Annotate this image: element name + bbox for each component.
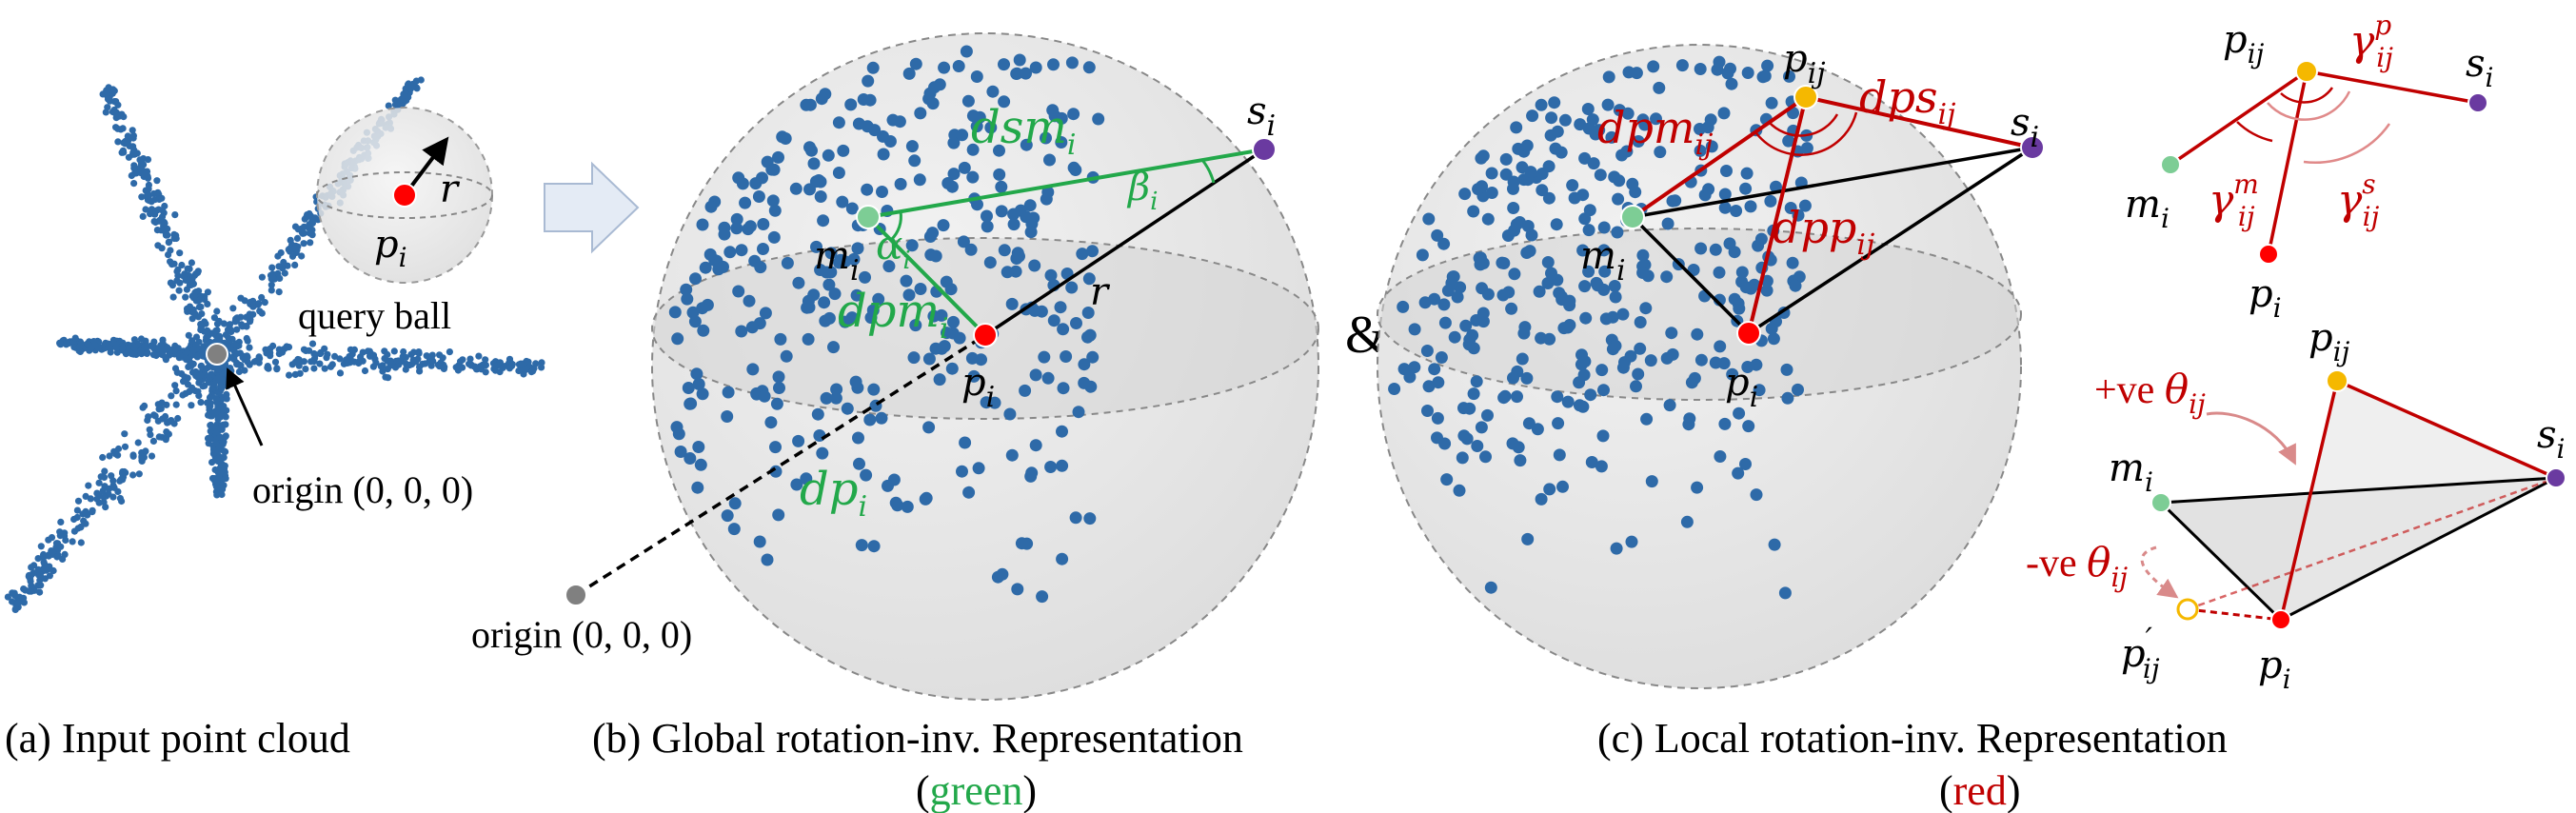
p-label-c: pi bbox=[1725, 361, 1758, 414]
beta-arc bbox=[1200, 159, 1216, 184]
caption-b-color: (green) bbox=[916, 767, 1037, 813]
pij-label-inset1: pij bbox=[2223, 18, 2265, 69]
beta-label: βi bbox=[1126, 166, 1158, 216]
m-point-c bbox=[1620, 205, 1645, 229]
pij-point-c bbox=[1793, 85, 1818, 109]
query-point-label-a: pi bbox=[374, 223, 407, 273]
radius-label-a: r bbox=[440, 168, 461, 211]
origin-label-a: origin (0, 0, 0) bbox=[252, 468, 473, 511]
pij-label-inset2: pij bbox=[2308, 316, 2350, 367]
dsm-edge bbox=[867, 148, 1265, 219]
point-cloud-c bbox=[1388, 55, 1813, 600]
alpha-label: αi bbox=[876, 222, 911, 275]
m-label-inset2: mi bbox=[2109, 446, 2153, 498]
panel-b: si mi pi r αi βi dsmi dpmi dpi origin (0… bbox=[471, 32, 1319, 701]
dpp-label: dppij bbox=[1773, 202, 1874, 262]
p-point-c bbox=[1736, 321, 1761, 346]
s-label-inset2: si bbox=[2537, 413, 2566, 465]
p-label-inset2: pi bbox=[2258, 644, 2291, 695]
p-label-inset1: pi bbox=[2249, 272, 2282, 324]
origin-label-b: origin (0, 0, 0) bbox=[471, 613, 692, 656]
m-label-inset1: mi bbox=[2125, 183, 2170, 234]
dpm-edge-b bbox=[866, 215, 987, 337]
dpm-edge-c bbox=[1631, 95, 1808, 219]
flow-arrow bbox=[544, 161, 640, 254]
alpha-arc bbox=[889, 210, 902, 242]
equator-c bbox=[1377, 228, 2022, 401]
pij-label-c: pij bbox=[1783, 37, 1826, 90]
dsm-label: dsmi bbox=[971, 101, 1076, 162]
caption-c: (c) Local rotation-inv. Representation bbox=[1597, 715, 2228, 762]
pprime-label: p′ij bbox=[2121, 621, 2160, 684]
caption-c-color: (red) bbox=[1939, 767, 2021, 813]
panel-a: r pi query ball origin (0, 0, 0) bbox=[4, 76, 640, 614]
origin-point-b bbox=[565, 584, 587, 606]
s-label-c: si bbox=[2011, 101, 2039, 154]
dps-edge bbox=[1805, 95, 2033, 149]
panel-c: pij si mi pi dpmij dpsij dppij bbox=[1377, 37, 2045, 689]
caption-b: (b) Global rotation-inv. Representation bbox=[592, 715, 1243, 762]
neg-theta-label: -ve θij bbox=[2026, 539, 2128, 593]
m-label-b: mi bbox=[814, 234, 860, 288]
caption-a: (a) Input point cloud bbox=[5, 715, 350, 762]
dp-label: dpi bbox=[800, 463, 867, 524]
m-point-b bbox=[856, 205, 881, 229]
query-point bbox=[392, 183, 417, 208]
dps-label: dpsij bbox=[1859, 71, 1955, 131]
s-label-inset1: si bbox=[2466, 42, 2494, 93]
p-label-b: pi bbox=[961, 361, 995, 414]
s-label-b: si bbox=[1247, 89, 1276, 143]
query-ball bbox=[316, 107, 493, 284]
s-point-b bbox=[1252, 137, 1277, 162]
dpm-label-c: dpmij bbox=[1597, 102, 1713, 162]
r-label-b: r bbox=[1090, 270, 1111, 314]
inset-theta: pij si mi pi p′ij +ve θij -ve θij bbox=[2026, 316, 2566, 695]
s-point-c bbox=[2020, 135, 2045, 160]
m-label-c: mi bbox=[1580, 234, 1626, 288]
query-ball-label: query ball bbox=[298, 294, 451, 337]
p-point-b bbox=[973, 323, 998, 347]
dpm-label-b: dpmi bbox=[838, 285, 949, 346]
radius-line-b bbox=[984, 148, 1265, 337]
pos-theta-label: +ve θij bbox=[2094, 366, 2206, 420]
origin-point-a bbox=[206, 343, 228, 366]
